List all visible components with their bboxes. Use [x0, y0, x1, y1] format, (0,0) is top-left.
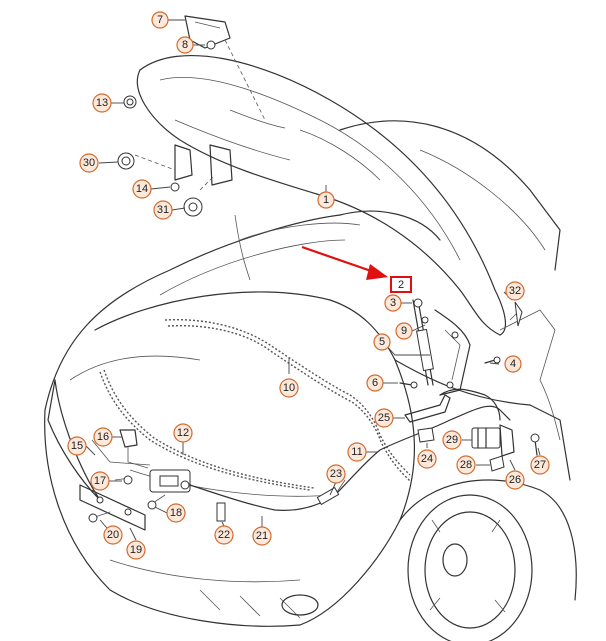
highlight-arrow [301, 245, 388, 280]
callout-4[interactable]: 4 [504, 355, 522, 373]
callout-2-highlighted[interactable]: 2 [390, 276, 412, 293]
svg-text:26: 26 [509, 474, 521, 486]
svg-text:24: 24 [421, 453, 433, 465]
callout-29[interactable]: 29 [442, 430, 462, 450]
callout-30[interactable]: 30 [79, 153, 99, 173]
svg-text:20: 20 [107, 529, 119, 541]
hood-panel [136, 54, 561, 336]
callout-14[interactable]: 14 [132, 179, 152, 199]
callout-17[interactable]: 17 [90, 471, 110, 491]
callout-32[interactable]: 32 [505, 281, 525, 301]
svg-text:17: 17 [94, 475, 106, 487]
svg-text:28: 28 [460, 459, 472, 471]
svg-text:4: 4 [510, 358, 516, 370]
callout-15[interactable]: 15 [67, 436, 87, 456]
callout-16[interactable]: 16 [93, 427, 113, 447]
callout-1[interactable]: 1 [317, 191, 335, 209]
svg-text:7: 7 [157, 14, 163, 26]
svg-text:29: 29 [446, 434, 458, 446]
callout-21[interactable]: 21 [252, 526, 272, 546]
callout-23[interactable]: 23 [326, 464, 346, 484]
callout-5[interactable]: 5 [373, 333, 391, 351]
callout-3[interactable]: 3 [384, 294, 402, 312]
callout-6[interactable]: 6 [366, 374, 384, 392]
windshield-outline [499, 309, 561, 441]
callout-13[interactable]: 13 [92, 93, 112, 113]
svg-text:22: 22 [218, 529, 230, 541]
release-handle [471, 424, 540, 472]
svg-text:27: 27 [534, 459, 546, 471]
svg-text:6: 6 [372, 377, 378, 389]
svg-text:15: 15 [71, 440, 83, 452]
svg-text:31: 31 [157, 204, 169, 216]
hood-gas-strut [412, 299, 434, 386]
callout-19[interactable]: 19 [126, 540, 146, 560]
bonnet-seal [164, 318, 412, 483]
svg-text:10: 10 [283, 382, 295, 394]
hood-lock-assembly [79, 469, 191, 531]
front-wheel [407, 494, 533, 641]
svg-text:30: 30 [83, 157, 95, 169]
bonnet-catch [91, 429, 151, 469]
callout-28[interactable]: 28 [456, 455, 476, 475]
svg-text:25: 25 [378, 412, 390, 424]
svg-text:23: 23 [330, 468, 342, 480]
callout-9[interactable]: 9 [395, 322, 413, 340]
svg-text:1: 1 [323, 194, 329, 206]
svg-text:16: 16 [97, 431, 109, 443]
callout-11[interactable]: 11 [347, 442, 367, 462]
svg-text:3: 3 [390, 297, 396, 309]
clip-24 [417, 427, 435, 443]
svg-text:9: 9 [401, 325, 407, 337]
hood-hinge-right [434, 309, 471, 396]
svg-text:11: 11 [351, 446, 362, 458]
callout-26[interactable]: 26 [505, 470, 525, 490]
callout-10[interactable]: 10 [279, 378, 299, 398]
callout-18[interactable]: 18 [166, 503, 186, 523]
release-cable [189, 405, 511, 511]
car-body-outline [44, 210, 577, 627]
callout-22[interactable]: 22 [214, 525, 234, 545]
bolts [399, 298, 523, 389]
svg-text:8: 8 [182, 39, 188, 51]
svg-text:5: 5 [379, 336, 385, 348]
callout-20[interactable]: 20 [103, 525, 123, 545]
callout-12[interactable]: 12 [173, 423, 193, 443]
svg-text:18: 18 [170, 507, 182, 519]
callout-7[interactable]: 7 [151, 11, 169, 29]
callout-31[interactable]: 31 [153, 200, 173, 220]
cable-clip [216, 502, 226, 522]
svg-text:19: 19 [130, 544, 142, 556]
callout-24[interactable]: 24 [417, 449, 437, 469]
svg-text:21: 21 [256, 530, 268, 542]
callout-27[interactable]: 27 [530, 455, 550, 475]
svg-text:14: 14 [136, 183, 148, 195]
svg-text:32: 32 [509, 285, 521, 297]
upper-hinge-parts [117, 15, 266, 217]
cable-bracket [404, 388, 501, 423]
svg-text:2: 2 [398, 279, 404, 291]
svg-text:13: 13 [96, 97, 108, 109]
callout-8[interactable]: 8 [176, 36, 194, 54]
svg-text:12: 12 [177, 427, 189, 439]
callout-25[interactable]: 25 [374, 408, 394, 428]
